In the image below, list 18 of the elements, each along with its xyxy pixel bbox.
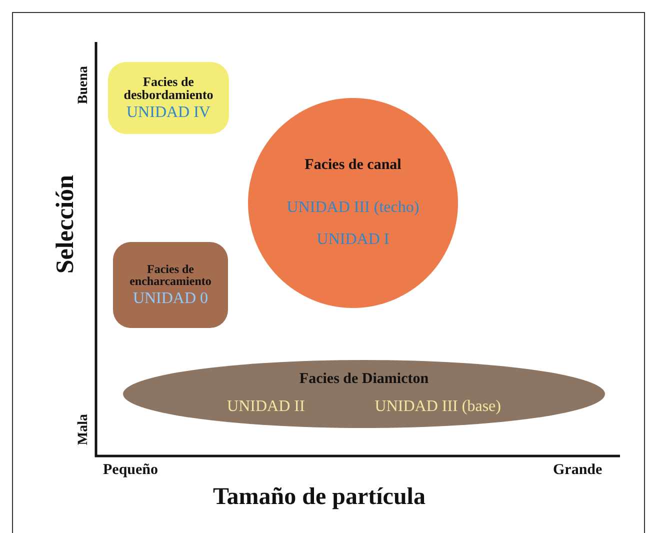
facies-box bbox=[113, 242, 228, 328]
facies-title: Facies de desbordamiento bbox=[122, 74, 214, 102]
facies-title: Facies de Diamicton bbox=[299, 372, 429, 388]
facies-title: Facies de encharcamiento bbox=[128, 262, 212, 288]
axis-label: Grande bbox=[553, 462, 602, 479]
unit-label: UNIDAD II bbox=[227, 398, 305, 416]
facies-box bbox=[108, 62, 229, 134]
unit-label: UNIDAD I bbox=[316, 230, 390, 248]
facies-title: Facies de canal bbox=[304, 158, 402, 174]
unit-label: UNIDAD III (base) bbox=[374, 398, 501, 416]
axis-label: Buena bbox=[76, 66, 92, 104]
unit-label: UNIDAD IV bbox=[126, 104, 210, 122]
unit-label: UNIDAD 0 bbox=[132, 290, 208, 308]
unit-label: UNIDAD III (techo) bbox=[286, 199, 420, 217]
axis-label: Selección bbox=[52, 175, 80, 274]
axis-label: Tamaño de partícula bbox=[213, 484, 426, 511]
axis-label: Pequeño bbox=[103, 462, 158, 479]
axis-label: Mala bbox=[76, 414, 92, 446]
